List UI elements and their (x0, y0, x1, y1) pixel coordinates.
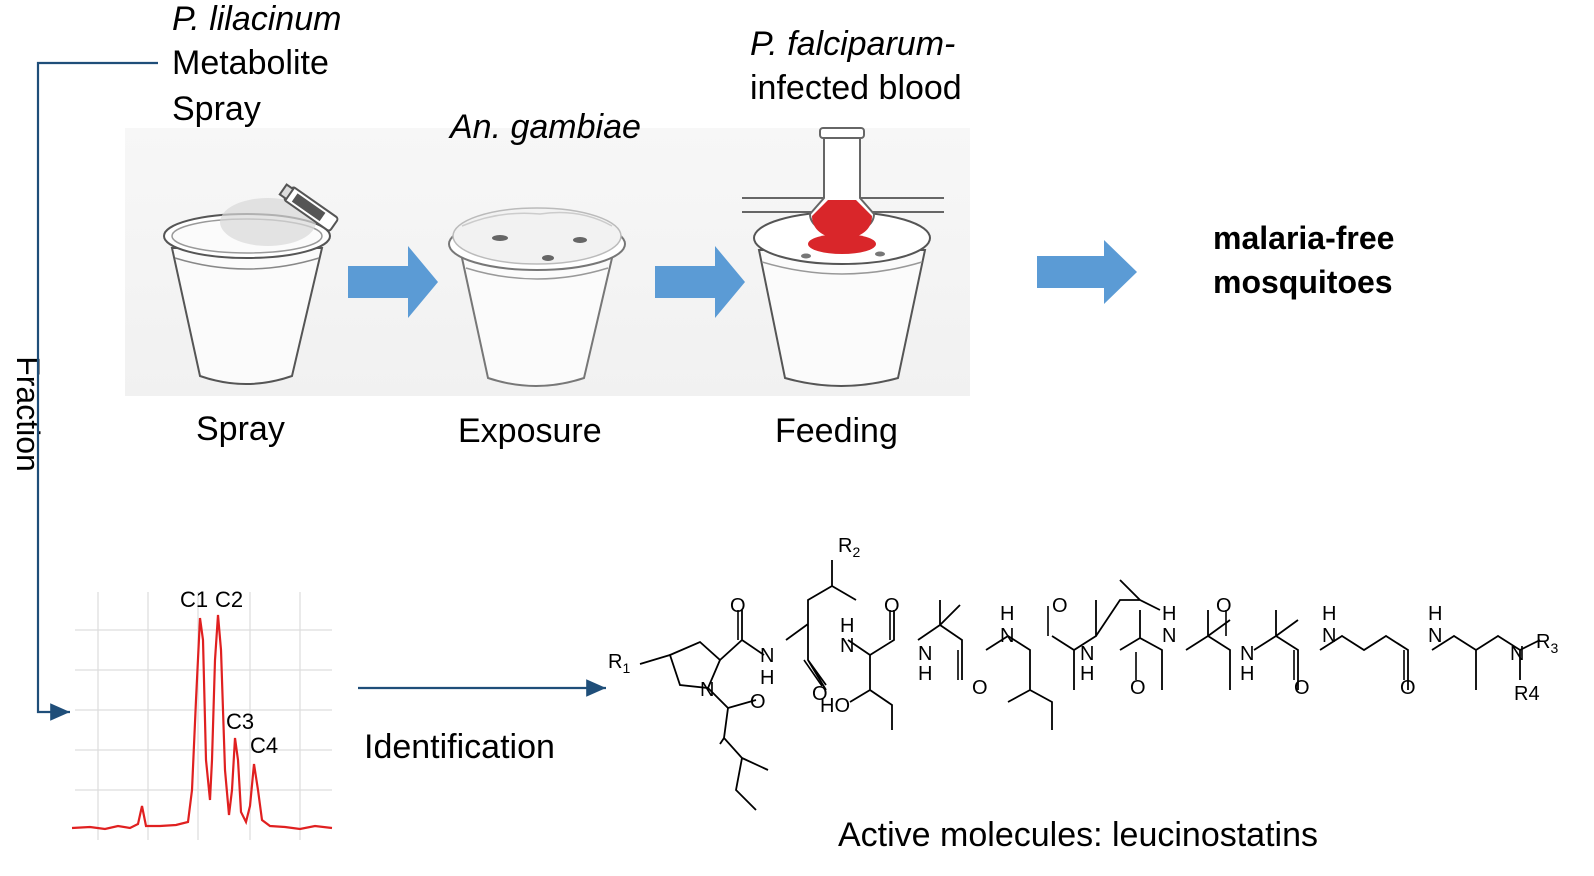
svg-text:N: N (760, 645, 774, 667)
svg-text:N: N (1428, 625, 1442, 647)
svg-text:N: N (1162, 625, 1176, 647)
peak-c1-label: C1 (180, 587, 209, 612)
svg-text:H: H (760, 667, 774, 689)
outcome-arrow-icon (1037, 240, 1137, 304)
svg-text:O: O (750, 691, 766, 713)
leucinostatin-structure (639, 560, 1541, 811)
svg-text:H: H (840, 615, 854, 637)
svg-text:H: H (1428, 603, 1442, 625)
svg-text:H: H (1080, 663, 1094, 685)
mosquito-species-label: An. gambiae (450, 108, 641, 146)
svg-text:N: N (1510, 643, 1524, 665)
peak-c3-label: C3 (226, 709, 255, 734)
svg-text:N: N (1000, 625, 1014, 647)
structure-atom-labels: R1 R2 R3 R4 N O NH O HN HO O NH O HN O N… (608, 535, 1558, 717)
chromatogram (71, 592, 333, 840)
step-spray-label: Spray (196, 410, 285, 448)
exposure-cup-icon (448, 207, 626, 387)
svg-text:H: H (1322, 603, 1336, 625)
svg-text:O: O (1216, 595, 1232, 617)
svg-text:N: N (840, 635, 854, 657)
svg-text:O: O (972, 677, 988, 699)
outcome-line2: mosquitoes (1213, 264, 1393, 300)
organism-label: P. lilacinum (172, 0, 342, 38)
feeding-cup-icon (742, 127, 944, 387)
svg-text:O: O (812, 683, 828, 705)
group-r3-label: R3 (1536, 631, 1558, 656)
peak-c4-label: C4 (250, 733, 279, 758)
svg-text:O: O (1294, 677, 1310, 699)
svg-text:N: N (1080, 643, 1094, 665)
group-r4-label: R4 (1514, 683, 1540, 705)
peak-c2-label: C2 (215, 587, 244, 612)
molecule-caption: Active molecules: leucinostatins (838, 816, 1319, 854)
step-arrow-icon (655, 246, 745, 318)
parasite-label: P. falciparum- (750, 25, 956, 63)
spray-source-label: Spray (172, 90, 261, 128)
outcome-line1: malaria-free (1213, 220, 1395, 256)
svg-text:O: O (1052, 595, 1068, 617)
svg-text:N: N (918, 643, 932, 665)
metabolite-label: Metabolite (172, 44, 329, 82)
infected-blood-label: infected blood (750, 69, 962, 107)
svg-text:N: N (1240, 643, 1254, 665)
chromatogram-trace (71, 614, 333, 831)
spray-cup-icon (163, 183, 339, 385)
svg-text:H: H (1162, 603, 1176, 625)
svg-text:O: O (730, 595, 746, 617)
svg-text:O: O (884, 595, 900, 617)
step-arrow-icon (348, 246, 438, 318)
svg-text:HO: HO (820, 695, 850, 717)
fraction-flow-line (36, 61, 158, 721)
svg-text:N: N (1322, 625, 1336, 647)
svg-text:H: H (918, 663, 932, 685)
svg-text:O: O (1130, 677, 1146, 699)
svg-text:H: H (1000, 603, 1014, 625)
step-feeding-label: Feeding (775, 412, 898, 450)
svg-text:O: O (1400, 677, 1416, 699)
step-exposure-label: Exposure (458, 412, 602, 450)
group-r1-label: R1 (608, 651, 630, 676)
svg-text:N: N (700, 679, 714, 701)
identification-label: Identification (364, 728, 555, 766)
svg-text:H: H (1240, 663, 1254, 685)
group-r2-label: R2 (838, 535, 860, 560)
